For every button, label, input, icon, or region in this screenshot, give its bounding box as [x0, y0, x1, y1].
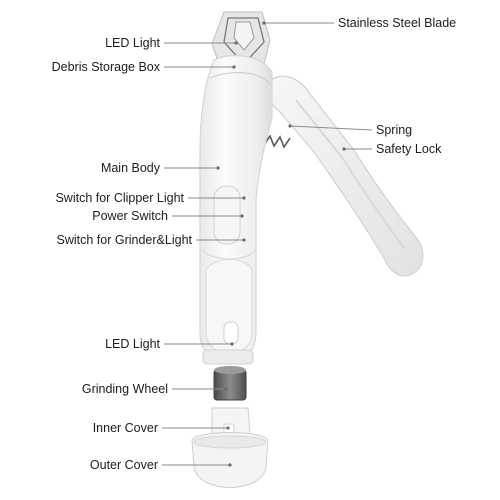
bottom-led	[223, 321, 239, 345]
label-safety-lock: Safety Lock	[376, 142, 442, 156]
debris-box	[209, 72, 271, 85]
label-switch-clipper-light: Switch for Clipper Light	[55, 191, 184, 205]
leader-lines	[162, 22, 373, 466]
leader-dots	[216, 21, 346, 467]
label-spring: Spring	[376, 123, 413, 137]
body-seam	[201, 249, 257, 260]
label-main-body: Main Body	[100, 161, 160, 175]
label-inner-cover: Inner Cover	[92, 421, 158, 435]
label-led-light-top: LED Light	[105, 36, 160, 50]
switch-panel	[213, 185, 241, 245]
lower-panel	[205, 259, 253, 353]
outer-cover-rim	[193, 435, 267, 449]
grinding-wheel	[213, 369, 247, 401]
label-debris-storage-box: Debris Storage Box	[51, 60, 160, 74]
label-grinding-wheel: Grinding Wheel	[81, 382, 168, 396]
label-stainless-steel-blade: Stainless Steel Blade	[338, 16, 457, 30]
base-ring	[202, 349, 254, 365]
label-led-light-bottom: LED Light	[105, 337, 160, 351]
label-power-switch: Power Switch	[92, 209, 168, 223]
lever-handle	[265, 75, 424, 277]
label-switch-grinder-light: Switch for Grinder&Light	[56, 233, 192, 247]
label-outer-cover: Outer Cover	[89, 458, 158, 472]
leader-spring	[289, 125, 373, 131]
grinding-wheel-top	[214, 366, 246, 374]
lever-groove	[295, 99, 405, 249]
